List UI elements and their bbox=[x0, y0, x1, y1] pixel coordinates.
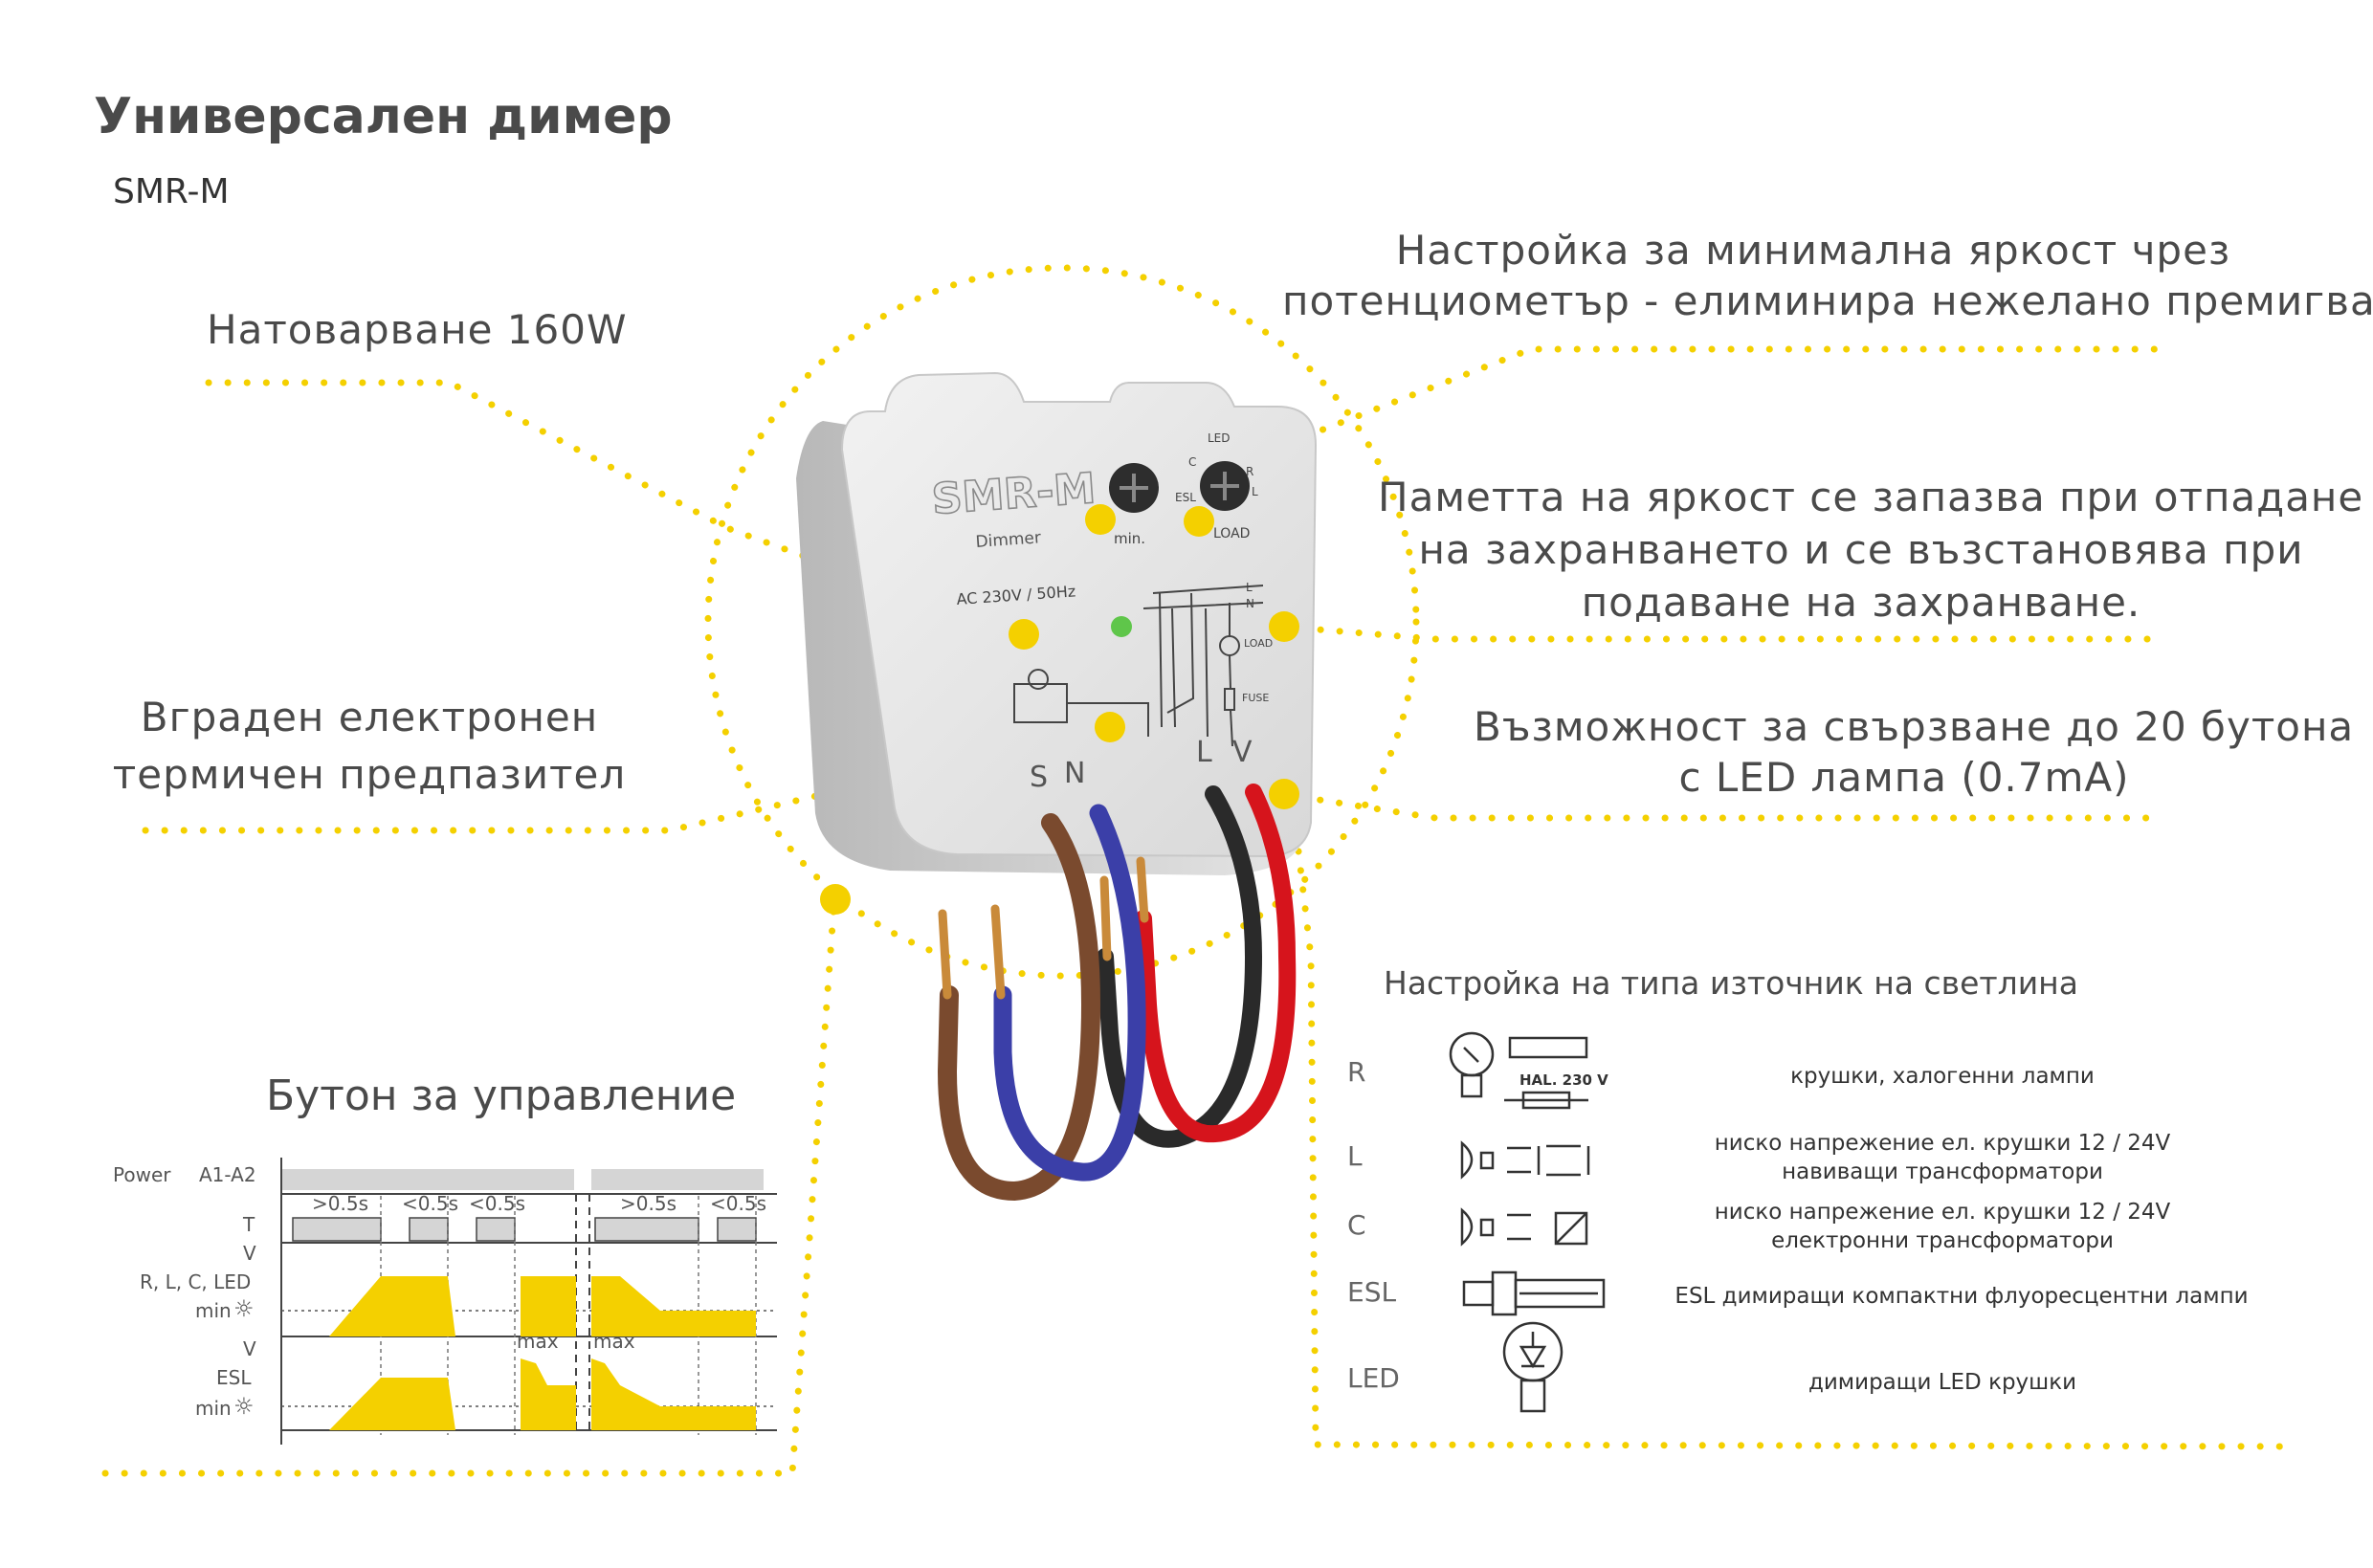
leader-source bbox=[1288, 790, 2300, 1450]
source-row-desc-r: крушки, халогенни лампи bbox=[1790, 1064, 2095, 1089]
esl-lamp-icon bbox=[1462, 1270, 1606, 1316]
t-label: T bbox=[243, 1213, 255, 1236]
callout-min-brightness-line1: Настройка за минимална яркост чрез bbox=[1395, 227, 2231, 274]
source-row-code-l: L bbox=[1347, 1140, 1363, 1172]
pulse-label-5: <0.5s bbox=[710, 1192, 766, 1215]
source-row-desc-esl: ESL димиращи компактни флуоресцентни лам… bbox=[1674, 1284, 2249, 1309]
callout-memory-line3: подаване на захранване. bbox=[1581, 579, 2141, 626]
knob-c-label: C bbox=[1188, 455, 1196, 469]
v-label-1: V bbox=[243, 1242, 256, 1265]
marker-load-knob bbox=[1184, 506, 1214, 537]
v-label-2: V bbox=[243, 1337, 256, 1360]
power-bar-1 bbox=[281, 1169, 574, 1190]
rlc-label: R, L, C, LED bbox=[140, 1270, 252, 1293]
wire-copper-ends bbox=[938, 856, 1149, 1000]
status-led bbox=[1111, 616, 1132, 637]
source-row-desc-l-2: навиващи трансформатори bbox=[1782, 1159, 2103, 1184]
marker-fuse bbox=[1095, 712, 1125, 742]
marker-min-knob bbox=[1085, 504, 1116, 535]
source-row-desc-c-2: електронни трансформатори bbox=[1771, 1228, 2114, 1253]
knob-led-label: LED bbox=[1208, 431, 1231, 445]
power-bar-2 bbox=[591, 1169, 764, 1190]
hal-label: HAL. 230 V bbox=[1519, 1071, 1608, 1089]
schematic-load-label: LOAD bbox=[1244, 637, 1273, 650]
marker-memory bbox=[1269, 611, 1299, 642]
pulse-label-1: >0.5s bbox=[312, 1192, 368, 1215]
model-subtitle: SMR-M bbox=[113, 172, 230, 211]
knob-esl-label: ESL bbox=[1175, 491, 1196, 504]
terminal-l-label: L bbox=[1196, 736, 1212, 769]
knob-l-label: L bbox=[1252, 485, 1258, 498]
source-row-code-led: LED bbox=[1347, 1362, 1400, 1394]
pulse-label-2: <0.5s bbox=[402, 1192, 458, 1215]
dotted-halo-circle bbox=[704, 264, 1420, 980]
device-schematic bbox=[1013, 585, 1264, 747]
a1a2-label: A1-A2 bbox=[199, 1163, 256, 1186]
leader-control bbox=[101, 895, 838, 1477]
max-label-1: max bbox=[517, 1330, 559, 1353]
brightness-icon-2: ☼ bbox=[233, 1393, 255, 1420]
wire-red bbox=[1135, 784, 1297, 1143]
device-front bbox=[840, 371, 1318, 858]
led-bulb-icon bbox=[1502, 1321, 1564, 1413]
timing-diagram bbox=[280, 1158, 777, 1445]
pulse-label-4: >0.5s bbox=[620, 1192, 676, 1215]
callout-fuse-line1: Вграден електронен bbox=[140, 694, 599, 740]
esl-label: ESL bbox=[216, 1366, 252, 1389]
source-row-desc-l-1: ниско напрежение ел. крушки 12 / 24V bbox=[1714, 1131, 2171, 1156]
callout-fuse-line2: термичен предпазител bbox=[112, 751, 627, 798]
callout-memory-line2: на захранването и се възстановява при bbox=[1418, 526, 2304, 573]
source-row-code-c: C bbox=[1347, 1209, 1366, 1241]
terminal-n-label: N bbox=[1064, 757, 1085, 790]
brightness-icon-1: ☼ bbox=[233, 1295, 255, 1322]
max-label-2: max bbox=[593, 1330, 635, 1353]
wire-brown bbox=[937, 813, 1101, 1202]
terminal-v-label: V bbox=[1232, 736, 1253, 769]
schematic-n-label: N bbox=[1246, 597, 1254, 610]
min-knob-slot bbox=[1120, 474, 1148, 502]
leader-buttons bbox=[1278, 790, 2166, 822]
knob-r-label: R bbox=[1246, 465, 1253, 478]
light-source-icons bbox=[1449, 1031, 1606, 1413]
callout-min-brightness-line2: потенциометър - елиминира нежелано преми… bbox=[1282, 277, 2373, 324]
wires bbox=[937, 784, 1297, 1202]
source-row-desc-c-1: ниско напрежение ел. крушки 12 / 24V bbox=[1714, 1200, 2171, 1225]
pulse-label-3: <0.5s bbox=[469, 1192, 525, 1215]
source-row-code-r: R bbox=[1347, 1056, 1366, 1088]
device-sublabel: Dimmer bbox=[975, 528, 1042, 552]
min-label-1: min bbox=[195, 1299, 232, 1322]
rlc-waveform bbox=[329, 1276, 756, 1336]
marker-control bbox=[820, 884, 851, 915]
leader-memory bbox=[1278, 623, 2157, 643]
source-row-code-esl: ESL bbox=[1347, 1276, 1397, 1308]
source-row-desc-led: димиращи LED крушки bbox=[1807, 1370, 2077, 1395]
power-label: Power bbox=[113, 1163, 171, 1186]
callout-buttons-line2: с LED лампа (0.7mA) bbox=[1678, 754, 2130, 801]
wound-transformer-icon bbox=[1460, 1140, 1590, 1180]
page-title: Универсален димер bbox=[94, 88, 673, 145]
esl-waveform bbox=[329, 1358, 756, 1430]
marker-dots bbox=[820, 504, 1299, 915]
electronic-transformer-icon bbox=[1460, 1207, 1588, 1247]
knob-load-label: LOAD bbox=[1213, 526, 1250, 541]
schematic-fuse-label: FUSE bbox=[1242, 692, 1269, 704]
min-label-2: min bbox=[195, 1397, 232, 1420]
wire-blue bbox=[993, 804, 1146, 1182]
marker-rating bbox=[1009, 619, 1039, 650]
incandescent-bulb-icon bbox=[1449, 1031, 1588, 1110]
source-section-title: Настройка на типа източник на светлина bbox=[1384, 964, 2078, 1002]
schematic-l-label: L bbox=[1246, 581, 1253, 594]
t-pulses bbox=[292, 1217, 757, 1242]
terminal-s-label: S bbox=[1030, 761, 1048, 794]
knob-min-label: min. bbox=[1114, 530, 1145, 547]
dimmer-device: SMR-M Dimmer AC 230V / 50Hz min. LOAD LE… bbox=[796, 371, 1318, 875]
load-knob-slot bbox=[1210, 472, 1239, 500]
marker-buttons bbox=[1269, 779, 1299, 809]
callout-memory-line1: Паметта на яркост се запазва при отпадан… bbox=[1378, 474, 2364, 520]
callout-buttons-line1: Възможност за свързване до 20 бутона bbox=[1474, 703, 2355, 750]
control-section-title: Бутон за управление bbox=[266, 1071, 737, 1120]
callout-load: Натоварване 160W bbox=[207, 306, 628, 353]
